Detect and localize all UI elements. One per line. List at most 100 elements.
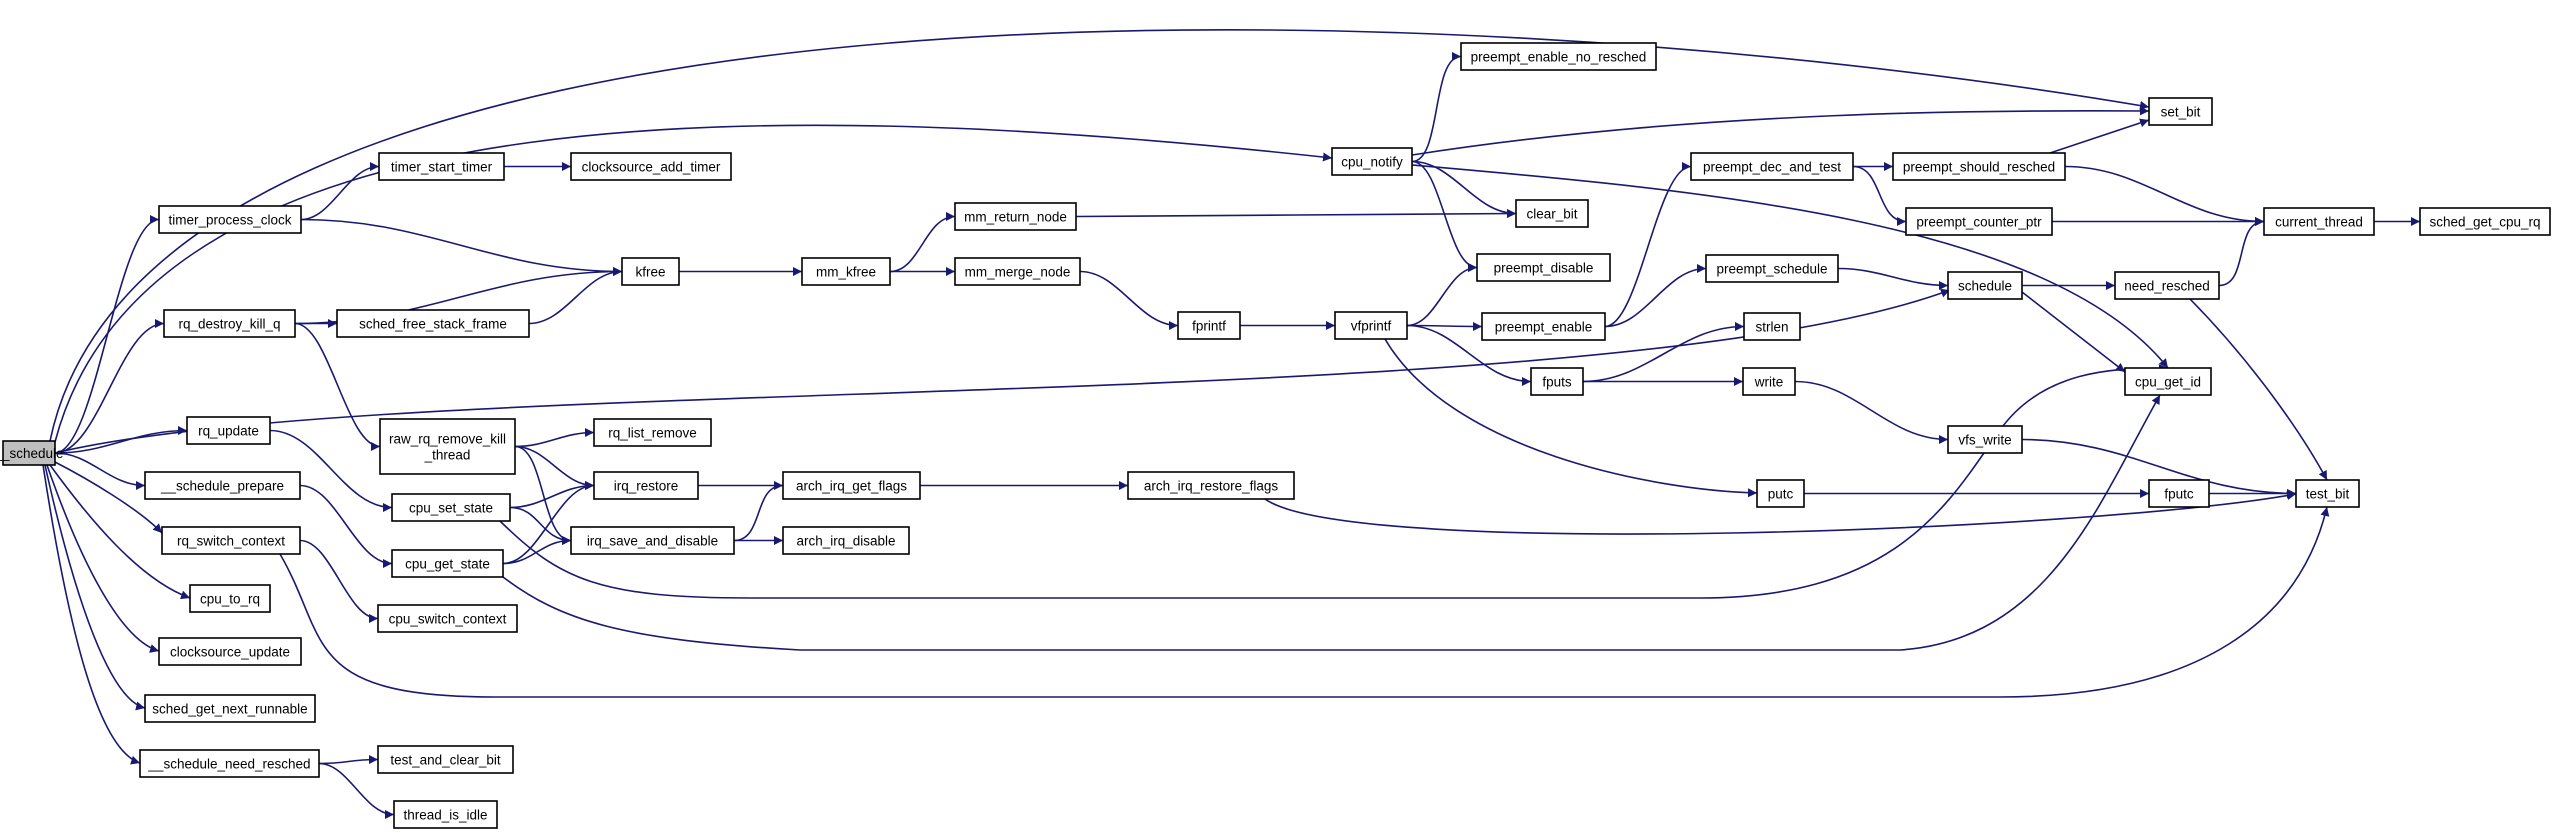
call-edge-preempt-dec-and-test-to-preempt-counter-ptr [1852,165,1907,226]
node-label: cpu_to_rq [200,592,260,607]
node-test-and-clear-bit[interactable]: test_and_clear_bit [377,745,514,774]
call-edge-sched-free-stack-frame-to-kfree [528,267,623,325]
node-mm-return-node[interactable]: mm_return_node [954,202,1077,231]
node-raw-rq-remove-kill-thread[interactable]: raw_rq_remove_kill_thread [379,418,516,475]
node-cpu-to-rq[interactable]: cpu_to_rq [189,584,271,613]
node-box [1947,271,2023,300]
node-preempt-disable[interactable]: preempt_disable [1476,253,1611,282]
call-edge-schedule-need-resched-to-thread-is-idle [318,762,395,819]
node-label: clocksource_update [170,645,290,660]
node-label: fputc [2164,487,2194,502]
node-kfree[interactable]: kfree [621,257,680,286]
node-rq-switch-context[interactable]: rq_switch_context [161,526,301,555]
node-sched-free-stack-frame[interactable]: sched_free_stack_frame [336,309,530,338]
node-preempt-schedule[interactable]: preempt_schedule [1705,254,1839,283]
call-edge-rq-update-to-cpu-set-state [269,429,393,512]
node-box [1947,425,2023,454]
node-cpu-get-state[interactable]: cpu_get_state [391,549,504,578]
node-cpu-notify[interactable]: cpu_notify [1331,147,1413,176]
node-preempt-dec-and-test[interactable]: preempt_dec_and_test [1690,152,1854,181]
call-edge-vfprintf-to-putc [1384,338,1758,498]
node-fputc[interactable]: fputc [2148,479,2210,508]
node-sched-get-cpu-rq[interactable]: sched_get_cpu_rq [2419,207,2551,236]
node-box [954,202,1077,231]
node-label: cpu_switch_context [389,612,507,627]
node-set-bit[interactable]: set_bit [2148,97,2213,126]
node-schedule-root[interactable]: __schedule [0,440,64,466]
node-vfprintf[interactable]: vfprintf [1334,311,1408,340]
node-label: rq_destroy_kill_q [178,317,280,332]
node-preempt-enable[interactable]: preempt_enable [1481,312,1606,341]
node-schedule[interactable]: schedule [1947,271,2023,300]
call-edge-rq-destroy-kill-q-to-raw-rq-remove-kill-thread [294,322,381,451]
node-putc[interactable]: putc [1756,479,1805,508]
node-rq-destroy-kill-q[interactable]: rq_destroy_kill_q [163,309,296,338]
function-nodes: __schedule timer_process_clock timer_start… [0,42,2551,829]
node-mm-kfree[interactable]: mm_kfree [801,257,891,286]
node-irq-save-and-disable[interactable]: irq_save_and_disable [570,526,735,555]
node-box [378,152,505,181]
node-label: fprintf [1192,319,1226,334]
node-thread-is-idle[interactable]: thread_is_idle [393,800,498,829]
node-label: cpu_get_id [2135,375,2201,390]
node-preempt-should-resched[interactable]: preempt_should_resched [1892,152,2066,181]
node-label: write [1754,375,1784,390]
node-irq-restore[interactable]: irq_restore [593,471,699,500]
node-fprintf[interactable]: fprintf [1177,311,1241,340]
node-timer-start-timer[interactable]: timer_start_timer [378,152,505,181]
node-label: schedule [1958,279,2012,294]
node-label: _thread [424,448,471,463]
node-arch-irq-restore-flags[interactable]: arch_irq_restore_flags [1127,471,1295,500]
node-box [621,257,680,286]
call-edge-preempt-enable-to-preempt-dec-and-test [1604,162,1692,328]
node-cpu-switch-context[interactable]: cpu_switch_context [377,604,518,633]
node-strlen[interactable]: strlen [1743,312,1801,341]
node-preempt-enable-no-resched[interactable]: preempt_enable_no_resched [1460,42,1657,71]
node-write[interactable]: write [1742,367,1796,396]
node-label: mm_return_node [964,210,1067,225]
node-label: putc [1768,487,1794,502]
call-edge-mm-merge-node-to-fprintf [1079,270,1179,330]
node-vfs-write[interactable]: vfs_write [1947,425,2023,454]
node-clocksource-update[interactable]: clocksource_update [158,637,302,666]
node-box [1690,152,1854,181]
node-label: preempt_should_resched [1903,160,2055,175]
call-edge-cpu-get-state-to-irq-save-and-disable [502,536,572,565]
node-clear-bit[interactable]: clear_bit [1515,199,1589,228]
node-box [391,549,504,578]
node-arch-irq-disable[interactable]: arch_irq_disable [782,526,910,555]
node-label: preempt_enable [1495,320,1593,335]
call-edge-schedule-prepare-to-cpu-get-state [299,484,393,568]
node-clocksource-add-timer[interactable]: clocksource_add_timer [570,152,732,181]
node-rq-update[interactable]: rq_update [186,416,271,445]
node-label: strlen [1755,320,1788,335]
node-box [2,440,56,466]
node-sched-get-next-runnable[interactable]: sched_get_next_runnable [144,694,316,723]
node-fputs[interactable]: fputs [1530,367,1584,396]
node-cpu-set-state[interactable]: cpu_set_state [391,493,511,522]
node-label: irq_save_and_disable [587,534,718,549]
node-test-bit[interactable]: test_bit [2295,479,2360,508]
node-preempt-counter-ptr[interactable]: preempt_counter_ptr [1905,207,2053,236]
node-box [1742,367,1796,396]
node-schedule-need-resched[interactable]: __schedule_need_resched [139,749,320,778]
node-label: test_and_clear_bit [390,753,501,768]
node-current-thread[interactable]: current_thread [2263,207,2375,236]
call-edge-mm-kfree-to-mm-return-node [889,212,956,273]
call-edge-cpu-get-state-to-cpu-get-id [502,394,2161,651]
call-edge-cpu-set-state-to-cpu-get-id [499,364,2169,599]
node-mm-merge-node[interactable]: mm_merge_node [954,257,1081,286]
node-schedule-prepare[interactable]: __schedule_prepare [144,471,301,500]
call-edges [42,29,2420,819]
node-timer-process-clock[interactable]: timer_process_clock [158,205,302,234]
call-edge-vfprintf-to-fputs [1406,324,1532,386]
node-arch-irq-get-flags[interactable]: arch_irq_get_flags [782,471,921,500]
call-edge-arch-irq-restore-flags-to-test-bit [1264,491,2297,535]
call-edge-schedule-root-to-rq-update [54,426,188,454]
node-need-resched[interactable]: need_resched [2114,271,2220,300]
node-cpu-get-id[interactable]: cpu_get_id [2124,367,2212,396]
node-rq-list-remove[interactable]: rq_list_remove [593,418,712,447]
call-edge-cpu-notify-to-cpu-get-id [1411,164,2169,369]
call-edge-need-resched-to-test-bit [2189,298,2328,481]
node-label: sched_free_stack_frame [359,317,507,332]
